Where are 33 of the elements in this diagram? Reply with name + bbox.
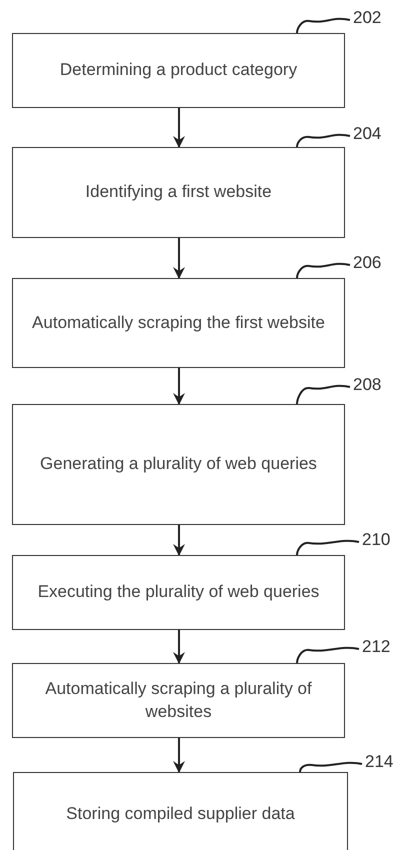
reference-numeral: 212: [362, 637, 390, 657]
step-text: Identifying a first website: [85, 181, 272, 204]
step-text: Automatically scraping a plurality of websites: [44, 678, 313, 722]
reference-numeral: 210: [362, 530, 390, 550]
arrow: [173, 368, 185, 405]
reference-numeral: 208: [353, 375, 382, 395]
reference-numeral: 214: [365, 752, 394, 772]
process-box: [12, 278, 345, 368]
arrow: [173, 108, 185, 148]
arrow: [173, 738, 185, 773]
reference-numeral: 202: [353, 8, 382, 28]
arrow: [173, 238, 185, 279]
leader-line: [296, 134, 350, 148]
process-box: [12, 555, 345, 630]
step-text: Storing compiled supplier data: [66, 802, 295, 825]
process-box: [12, 33, 345, 108]
leader-line: [299, 762, 362, 772]
step-text: Automatically scraping the first website: [32, 312, 325, 334]
step-text: Generating a plurality of web queries: [40, 453, 317, 476]
process-box: [12, 404, 345, 525]
step-text: Executing the plurality of web queries: [38, 581, 320, 604]
leader-line: [296, 18, 350, 34]
process-box: [12, 663, 345, 738]
process-box: [13, 772, 348, 850]
arrow: [173, 630, 185, 664]
leader-line: [296, 384, 350, 404]
leader-line: [296, 262, 350, 278]
leader-line: [296, 646, 360, 664]
step-text: Determining a product category: [60, 59, 298, 82]
reference-numeral: 204: [353, 124, 382, 144]
process-box: [12, 147, 345, 238]
arrow: [173, 525, 185, 556]
reference-numeral: 206: [353, 253, 382, 273]
